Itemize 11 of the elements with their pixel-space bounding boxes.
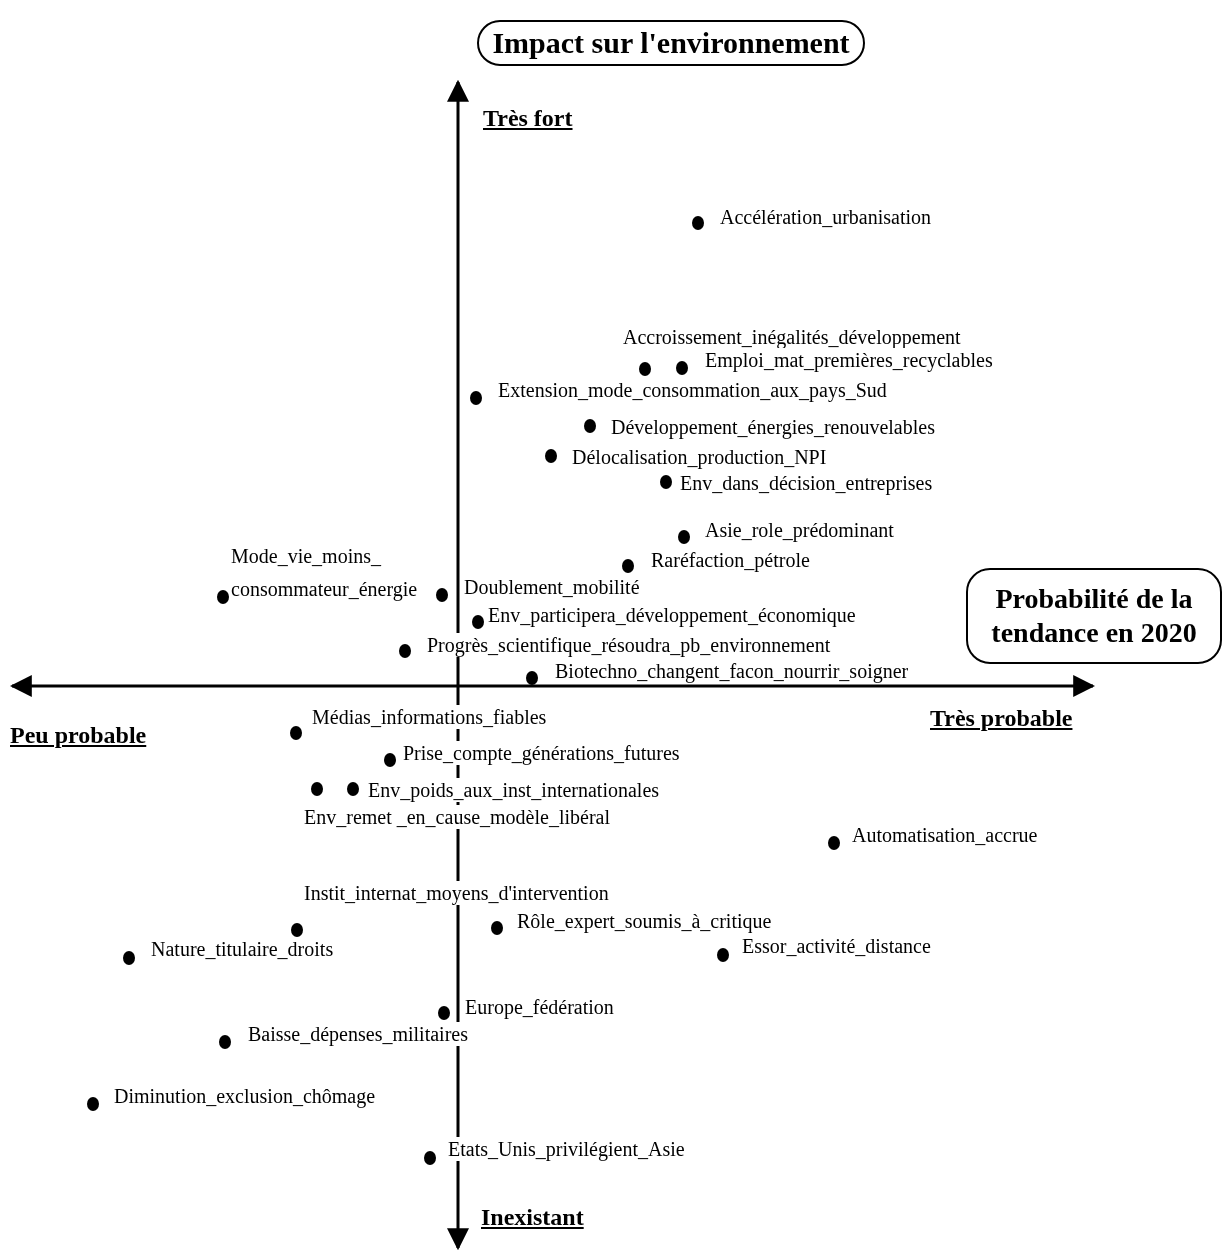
point-label: Médias_informations_fiables xyxy=(312,705,547,729)
point-label: Baisse_dépenses_militaires xyxy=(248,1022,468,1046)
point-label: Prise_compte_générations_futures xyxy=(403,741,680,765)
point-label: Emploi_mat_premières_recyclables xyxy=(705,348,993,372)
point-label: Etats_Unis_privilégient_Asie xyxy=(448,1137,685,1161)
point-label: Env_poids_aux_inst_internationales xyxy=(368,778,660,802)
point-label: Progrès_scientifique_résoudra_pb_environnement xyxy=(427,633,831,657)
point-label: Env_remet _en_cause_modèle_libéral xyxy=(304,805,610,829)
point-label: Instit_internat_moyens_d'intervention xyxy=(304,881,609,905)
axis-title-box: Probabilité de la tendance en 2020 xyxy=(966,568,1222,664)
axis-title-box: Impact sur l'environnement xyxy=(477,20,865,66)
